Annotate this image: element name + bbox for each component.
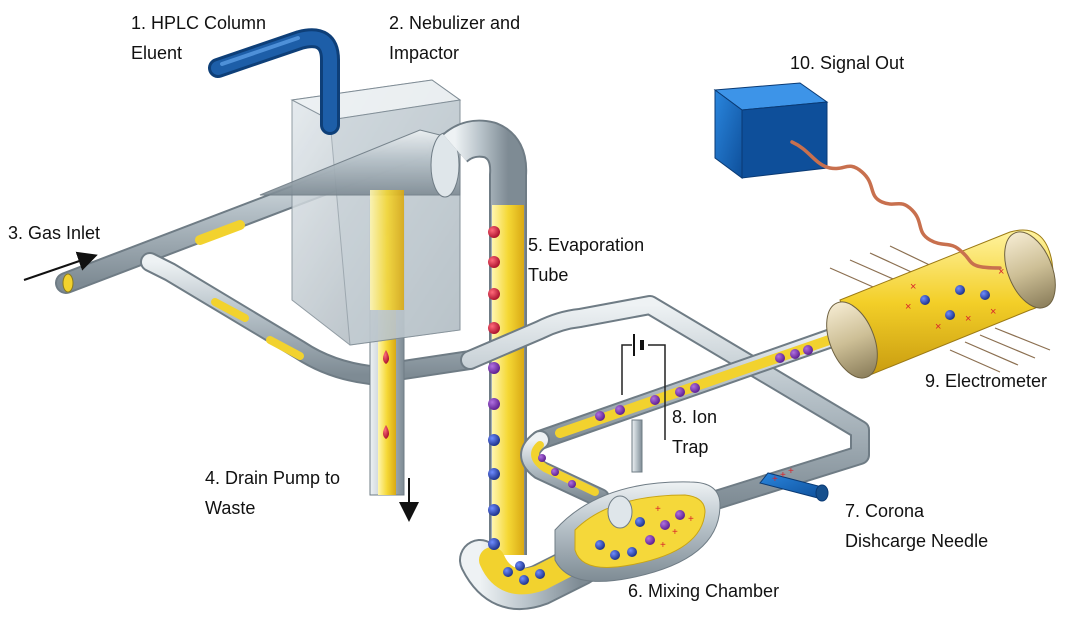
arrow-in-icon bbox=[23, 251, 98, 281]
svg-text:×: × bbox=[935, 321, 941, 333]
label-electrometer: 9. Electrometer bbox=[925, 371, 1048, 391]
label-signal-out: 10. Signal Out bbox=[790, 53, 905, 73]
label-mixing: 6. Mixing Chamber bbox=[628, 581, 780, 601]
hplc-tube bbox=[208, 28, 340, 135]
battery-icon bbox=[633, 334, 644, 356]
label-gas-inlet: 3. Gas Inlet bbox=[8, 223, 101, 243]
svg-text:+: + bbox=[772, 474, 778, 485]
signal-box bbox=[713, 82, 829, 179]
svg-text:+: + bbox=[655, 504, 661, 515]
svg-text:×: × bbox=[998, 266, 1004, 278]
nebulizer-box bbox=[259, 79, 462, 346]
wave-signal-icon bbox=[790, 140, 1002, 270]
svg-text:×: × bbox=[965, 313, 971, 325]
ion-trap bbox=[621, 334, 666, 473]
svg-text:+: + bbox=[780, 470, 786, 481]
mixing-chamber: + + + + bbox=[554, 481, 721, 582]
corona-needle: +++ bbox=[759, 466, 829, 502]
bypass-pipe bbox=[140, 252, 480, 385]
electrometer: × × × × × × bbox=[826, 229, 1056, 379]
evaporation-tube bbox=[442, 119, 601, 610]
svg-text:+: + bbox=[788, 466, 794, 477]
svg-text:+: + bbox=[660, 540, 666, 551]
transfer-pipe bbox=[460, 295, 870, 515]
svg-text:+: + bbox=[688, 514, 694, 525]
svg-text:×: × bbox=[905, 301, 911, 313]
svg-text:×: × bbox=[910, 281, 916, 293]
svg-text:+: + bbox=[672, 527, 678, 538]
svg-text:×: × bbox=[990, 306, 996, 318]
